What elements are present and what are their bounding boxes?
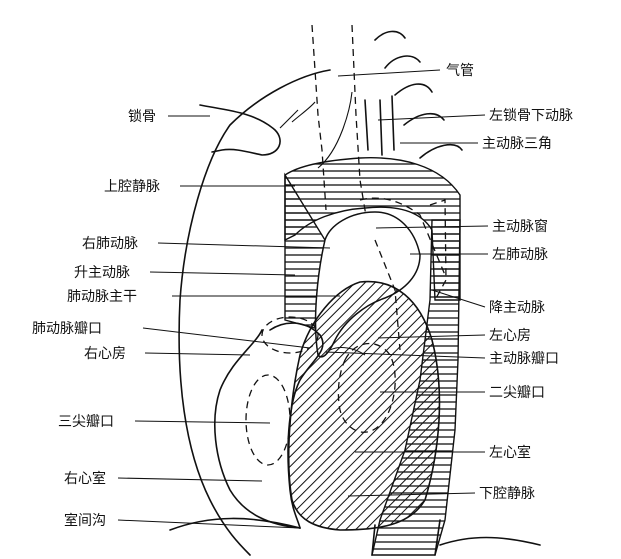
leader-tricuspid	[134, 420, 271, 424]
leader-descending-aorta	[431, 289, 486, 308]
leader-trachea	[337, 69, 441, 77]
leader-right-atrium	[144, 352, 251, 356]
mitral-dashed-oval	[337, 342, 396, 433]
label-svc: 上腔静脉	[104, 179, 160, 195]
subclavian-vessel-left	[364, 99, 369, 151]
leader-ascending-aorta	[149, 271, 296, 276]
label-tricuspid: 三尖瓣口	[58, 414, 114, 430]
label-lpa: 左肺动脉	[492, 247, 548, 263]
rib-right-2	[384, 55, 421, 69]
labels-left: 锁骨 上腔静脉 右肺动脉 升主动脉 肺动脉主干 肺动脉瓣口 右心房 三尖瓣口 右…	[32, 109, 160, 529]
label-pulmonary-valve: 肺动脉瓣口	[32, 321, 102, 337]
leader-aortic-window	[375, 225, 489, 229]
trachea-dashed-right	[351, 24, 371, 241]
heart-dashed-path	[374, 239, 401, 351]
rib-right-1	[374, 30, 406, 41]
label-trachea: 气管	[446, 63, 474, 79]
leader-left-atrium	[377, 334, 486, 339]
label-ivc: 下腔静脉	[479, 486, 535, 502]
label-ascending-aorta: 升主动脉	[74, 265, 130, 281]
label-rpa: 右肺动脉	[82, 236, 138, 252]
subclavian-vessel-right	[379, 99, 383, 156]
leader-right-ventricle	[117, 477, 263, 482]
label-aortic-valve: 主动脉瓣口	[489, 351, 559, 367]
clavicle-shape	[199, 104, 281, 156]
leaders-right	[324, 69, 489, 497]
anatomy-drawing	[169, 24, 541, 556]
aorta-dashed-inner	[359, 197, 446, 276]
right-atrium-outline	[214, 329, 301, 529]
label-descending-aorta: 降主动脉	[489, 300, 545, 316]
diaphragm-left	[169, 517, 301, 531]
neck-line-1	[291, 101, 316, 123]
leader-pulmonary-valve	[142, 327, 311, 349]
labels-right: 气管 左锁骨下动脉 主动脉三角 主动脉窗 左肺动脉 降主动脉 左心房 主动脉瓣口…	[446, 63, 573, 502]
rib-right-5	[419, 143, 463, 159]
rib-left-1	[279, 109, 299, 129]
rib-right-3	[394, 83, 433, 96]
leader-interventricular-groove	[117, 519, 301, 529]
leader-subclavian	[377, 114, 486, 121]
label-aortic-triangle: 主动脉三角	[482, 136, 552, 152]
chest-outline	[178, 69, 331, 556]
leader-rpa	[157, 242, 331, 249]
neck-line-2	[317, 91, 353, 169]
leader-ivc	[347, 492, 476, 497]
label-left-subclavian-artery: 左锁骨下动脉	[489, 108, 573, 124]
label-left-ventricle: 左心室	[489, 444, 531, 461]
label-right-ventricle: 右心室	[64, 470, 106, 487]
leaders-left	[117, 115, 340, 529]
label-left-atrium: 左心房	[489, 328, 531, 344]
tricuspid-dashed-oval	[245, 374, 291, 466]
label-aortic-window: 主动脉窗	[492, 218, 548, 235]
label-pulmonary-trunk: 肺动脉主干	[67, 289, 137, 305]
rib-right-4	[403, 112, 445, 126]
label-interventricular-groove: 室间沟	[64, 512, 106, 529]
ivc-lines	[371, 519, 441, 556]
leader-aortic-valve	[324, 351, 486, 359]
label-clavicle: 锁骨	[128, 109, 156, 125]
subclavian-vessel-outer	[391, 95, 395, 151]
label-right-atrium: 右心房	[84, 346, 126, 362]
label-mitral-valve: 二尖瓣口	[489, 385, 545, 401]
diaphragm-right	[439, 536, 541, 546]
